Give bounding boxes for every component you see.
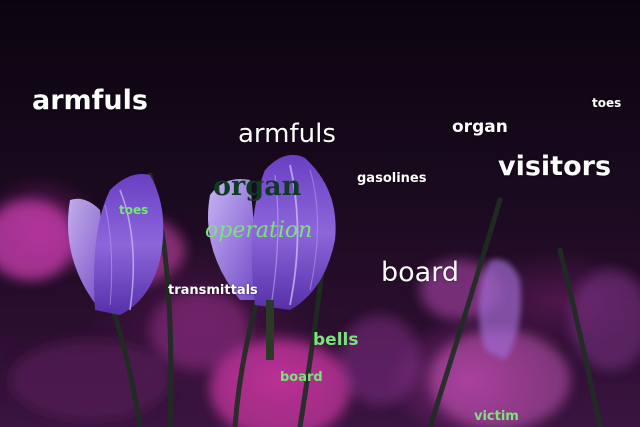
word-organ-1: organ (452, 117, 508, 137)
left-crocus (68, 174, 164, 315)
word-board-2: board (280, 370, 323, 385)
word-armfuls-2: armfuls (238, 119, 336, 149)
word-transmittals: transmittals (168, 283, 258, 298)
word-gasolines: gasolines (357, 171, 427, 186)
center-crocus (208, 154, 336, 360)
bokeh-blobs (0, 200, 640, 427)
word-organ-2: organ (213, 171, 302, 202)
word-operation: operation (205, 218, 313, 243)
word-visitors: visitors (498, 151, 612, 182)
word-victim: victim (474, 409, 519, 424)
background-crocus (478, 259, 521, 360)
word-armfuls-1: armfuls (32, 85, 148, 116)
word-board-1: board (381, 257, 459, 288)
word-toes-2: toes (119, 203, 149, 217)
word-bells: bells (313, 330, 359, 350)
word-toes-1: toes (592, 96, 622, 110)
